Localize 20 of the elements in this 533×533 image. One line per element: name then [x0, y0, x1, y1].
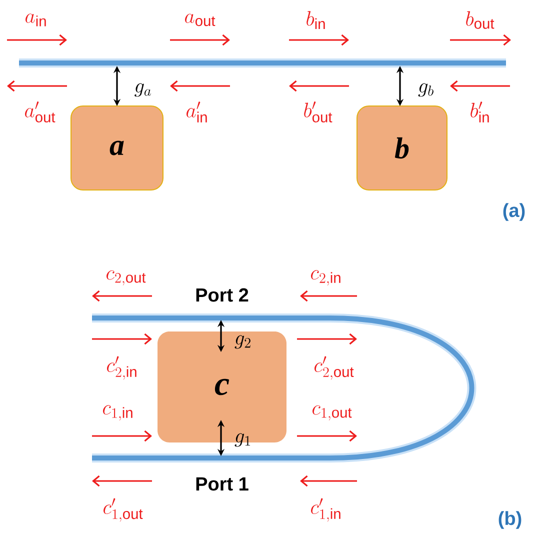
signal-label: $a_{\mathrm{out}}$: [185, 14, 216, 26]
panel-label: (b): [498, 511, 522, 529]
signal-label: $a_{\mathrm{in}}$: [26, 14, 46, 26]
signal-label: $b_{\mathrm{out}}$: [466, 11, 494, 29]
gap-label: $g_2$: [234, 335, 250, 349]
signal-label: $c_{1,\mathrm{out}}$: [312, 405, 352, 420]
port-label: Port 1: [196, 477, 248, 491]
signal-label: $b'_{\mathrm{in}}$: [470, 102, 489, 122]
signal-label: $b_{\mathrm{in}}$: [306, 11, 325, 29]
resonator-box: b: [356, 106, 448, 190]
signal-label: $c'_{1,\mathrm{out}}$: [104, 498, 143, 522]
resonator-box: a: [70, 106, 164, 190]
signal-label: $a'_{\mathrm{in}}$: [186, 102, 207, 122]
signal-label: $c_{2,\mathrm{out}}$: [106, 270, 146, 286]
signal-label: $c'_{2,\mathrm{out}}$: [314, 356, 354, 380]
signal-label: $c'_{1,\mathrm{in}}$: [311, 498, 340, 522]
signal-label: $c_{1,\mathrm{in}}$: [103, 405, 132, 421]
signal-label: $c'_{2,\mathrm{in}}$: [107, 356, 136, 380]
signal-label: $c_{2,\mathrm{in}}$: [311, 270, 340, 286]
panel-label: (a): [503, 203, 525, 221]
